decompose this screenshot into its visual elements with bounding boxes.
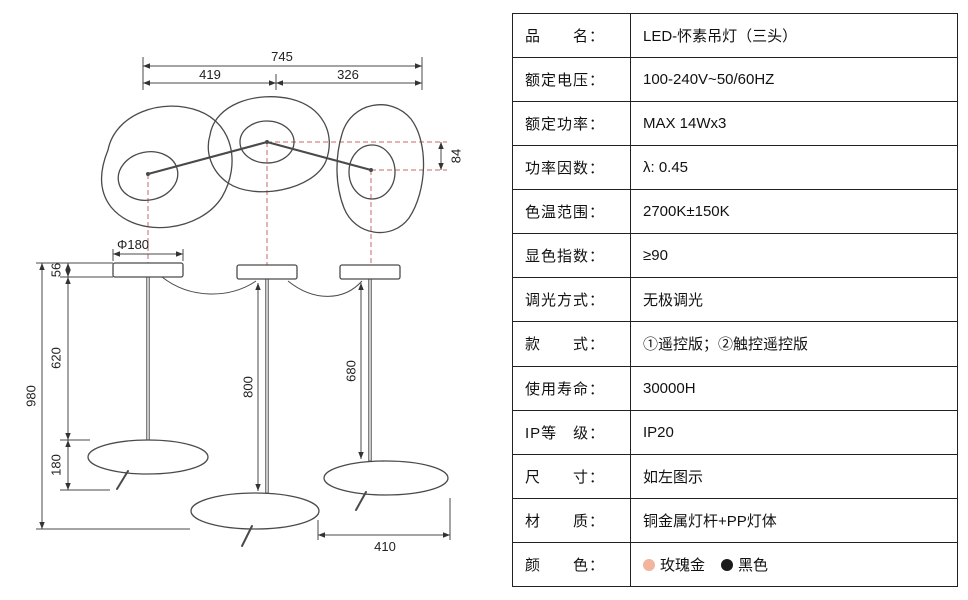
- dim-width-right: 326: [337, 67, 359, 82]
- table-row-cri: 显色指数： ≥90: [512, 233, 958, 279]
- table-row-name: 品 名： LED-怀素吊灯（三头）: [512, 12, 958, 59]
- spec-value-colors: 玫瑰金 黑色: [630, 541, 958, 588]
- head-outline-left: [100, 105, 233, 229]
- spec-label: 额定电压：: [512, 57, 631, 103]
- table-row-voltage: 额定电压： 100-240V~50/60HZ: [512, 57, 958, 103]
- spec-label: 调光方式：: [512, 277, 631, 323]
- lamp-drawing-svg: 745 419 326 84 Φ180 56 620 180 980 800 6…: [24, 49, 464, 554]
- spec-label: 功率因数：: [512, 145, 631, 191]
- table-row-size: 尺 寸： 如左图示: [512, 453, 958, 499]
- dim-width-left: 419: [199, 67, 221, 82]
- arm-left: [147, 140, 268, 176]
- canopy-left: [112, 262, 184, 278]
- spec-label: IP等 级：: [512, 409, 631, 455]
- spec-value: 铜金属灯杆+PP灯体: [630, 497, 958, 543]
- spec-value: 100-240V~50/60HZ: [630, 57, 958, 103]
- spec-label: 尺 寸：: [512, 453, 631, 499]
- head-side-left: [87, 439, 209, 475]
- pivot-left: [146, 172, 150, 176]
- canopy-middle: [236, 264, 298, 280]
- dim-width-total: 745: [271, 49, 293, 64]
- spec-table: 品 名： LED-怀素吊灯（三头） 额定电压： 100-240V~50/60HZ…: [512, 12, 958, 588]
- dim-canopy-height: 56: [49, 263, 64, 277]
- table-row-power-factor: 功率因数： λ: 0.45: [512, 145, 958, 191]
- table-row-dimming: 调光方式： 无极调光: [512, 277, 958, 323]
- rod-left: [146, 276, 150, 441]
- dim-bottom-width: 410: [374, 539, 396, 554]
- head-side-middle: [190, 492, 320, 530]
- pivot-middle: [265, 140, 269, 144]
- head-inner-left: [117, 151, 179, 201]
- spec-label: 材 质：: [512, 497, 631, 543]
- head-outline-right: [336, 104, 425, 234]
- stick-left: [116, 470, 129, 490]
- color-name-rose-gold: 玫瑰金: [660, 556, 706, 574]
- dim-total-height: 980: [24, 385, 39, 407]
- table-row-power: 额定功率： MAX 14Wx3: [512, 101, 958, 147]
- lamp-side-view: [87, 262, 449, 547]
- table-row-ip-rating: IP等 级： IP20: [512, 409, 958, 455]
- spec-value: IP20: [630, 409, 958, 455]
- rod-right: [368, 278, 372, 462]
- table-row-lifespan: 使用寿命： 30000H: [512, 365, 958, 411]
- rose-gold-swatch-icon: [643, 558, 655, 571]
- head-inner-right: [348, 144, 396, 200]
- spec-value: 30000H: [630, 365, 958, 411]
- dim-rod-middle: 800: [241, 376, 256, 398]
- table-row-colors: 颜 色： 玫瑰金 黑色: [512, 541, 958, 588]
- spec-value: ①遥控版；②触控遥控版: [630, 321, 958, 367]
- spec-label: 品 名：: [512, 12, 631, 59]
- spec-value: λ: 0.45: [630, 145, 958, 191]
- stick-right: [355, 491, 367, 511]
- spec-label: 显色指数：: [512, 233, 631, 279]
- table-row-material: 材 质： 铜金属灯杆+PP灯体: [512, 497, 958, 543]
- dim-rod-right: 680: [344, 360, 359, 382]
- spec-label: 使用寿命：: [512, 365, 631, 411]
- spec-value: MAX 14Wx3: [630, 101, 958, 147]
- dimension-labels: 745 419 326 84 Φ180 56 620 180 980 800 6…: [24, 49, 464, 554]
- spec-label: 额定功率：: [512, 101, 631, 147]
- dim-head-height: 180: [49, 454, 64, 476]
- spec-value: ≥90: [630, 233, 958, 279]
- canopy-right: [339, 264, 401, 280]
- spec-value: 无极调光: [630, 277, 958, 323]
- color-name-black: 黑色: [738, 556, 769, 574]
- dimension-lines: [36, 57, 451, 540]
- table-row-color-temp: 色温范围： 2700K±150K: [512, 189, 958, 235]
- head-side-right: [323, 460, 449, 496]
- stick-middle: [241, 525, 253, 547]
- arm-right: [266, 140, 372, 172]
- spec-label: 款 式：: [512, 321, 631, 367]
- technical-drawing: 745 419 326 84 Φ180 56 620 180 980 800 6…: [24, 49, 464, 554]
- pivot-right: [369, 168, 373, 172]
- spec-label: 颜 色：: [512, 541, 631, 588]
- rod-middle: [265, 278, 269, 494]
- black-swatch-icon: [721, 558, 734, 571]
- head-outline-middle: [207, 96, 330, 193]
- dim-head-offset: 84: [449, 149, 464, 163]
- table-row-style: 款 式： ①遥控版；②触控遥控版: [512, 321, 958, 367]
- dim-rod-left: 620: [49, 347, 64, 369]
- guide-lines: [147, 141, 447, 265]
- spec-value: LED-怀素吊灯（三头）: [630, 12, 958, 59]
- head-inner-middle: [239, 120, 295, 164]
- dim-canopy-diameter: Φ180: [117, 237, 149, 252]
- spec-table-grid: 品 名： LED-怀素吊灯（三头） 额定电压： 100-240V~50/60HZ…: [512, 12, 958, 588]
- spec-value: 如左图示: [630, 453, 958, 499]
- lamp-top-view: [100, 96, 425, 234]
- cable-right: [287, 280, 363, 297]
- spec-value: 2700K±150K: [630, 189, 958, 235]
- cable-left: [161, 276, 257, 295]
- spec-label: 色温范围：: [512, 189, 631, 235]
